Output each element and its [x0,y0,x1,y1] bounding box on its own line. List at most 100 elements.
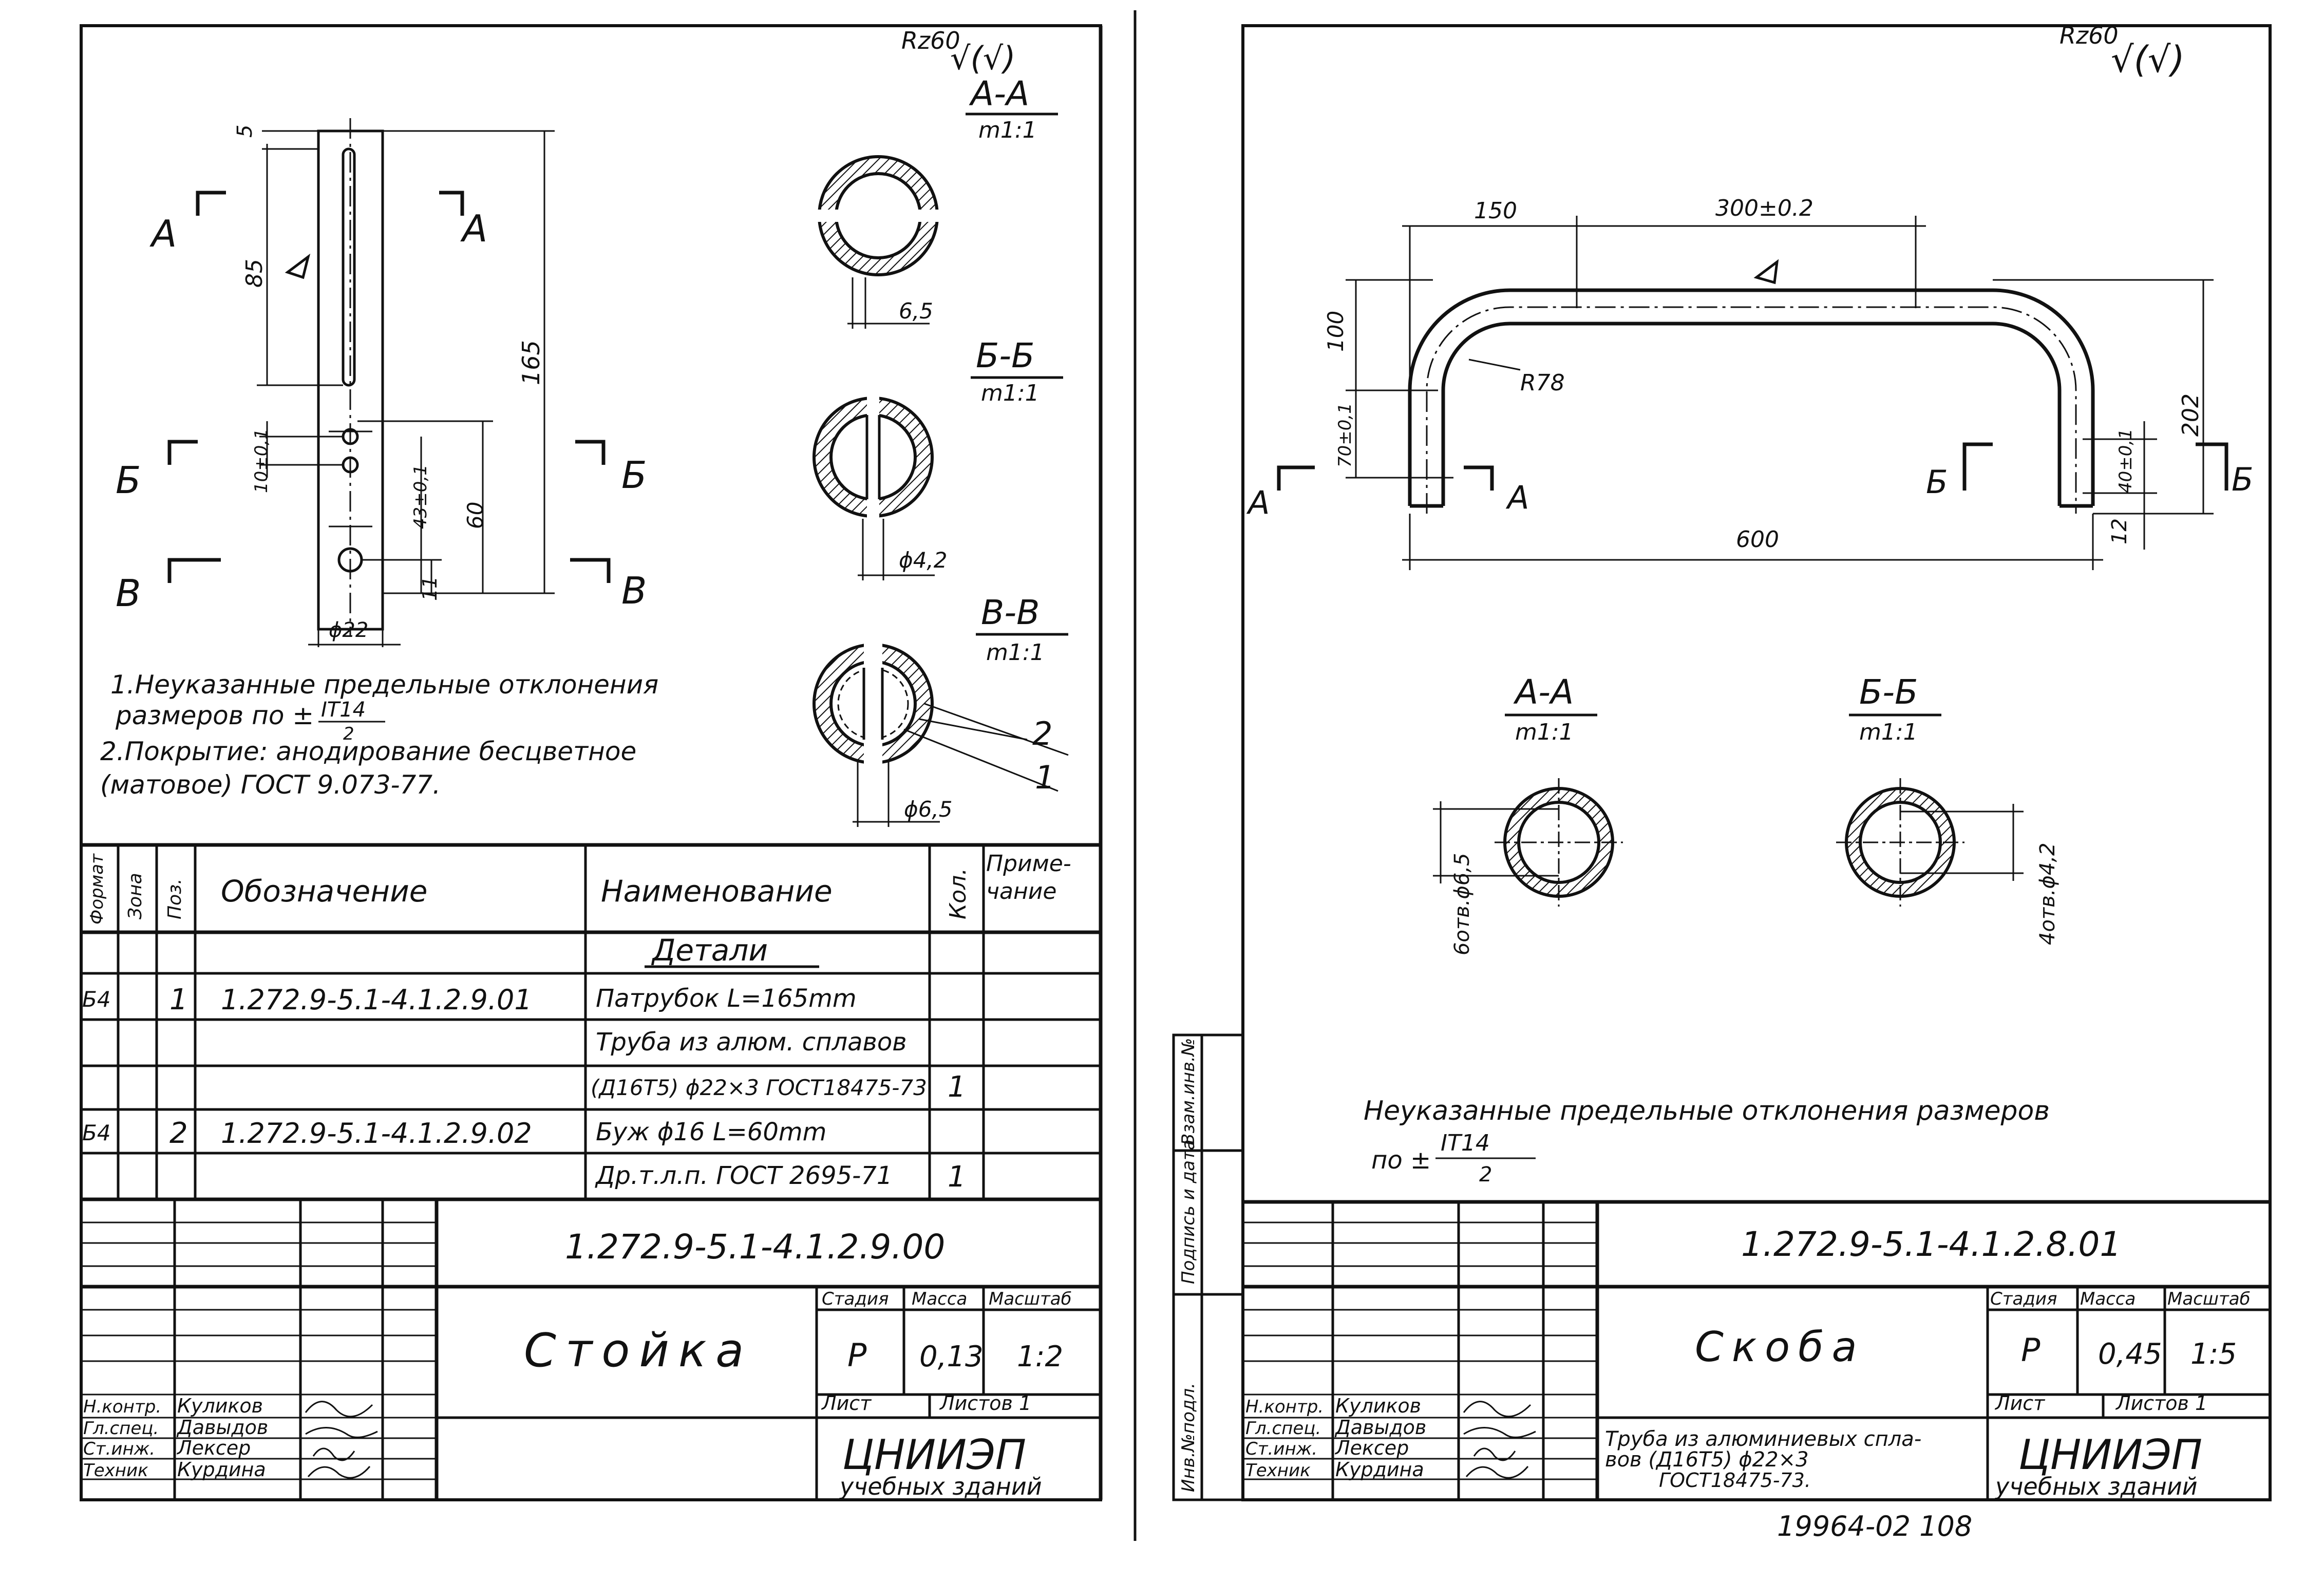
dim-11: 11 [419,576,441,601]
right-scale-label: Масштаб [2167,1289,2251,1309]
r-signature-1 [1463,1401,1532,1418]
dim-r78: R78 [1520,370,1565,396]
mark-a-left: А [149,212,177,255]
r-section-bb-holes: 4отв.ϕ4,2 [2036,842,2060,945]
right-scale: 1:5 [2190,1338,2237,1371]
dim-202: 202 [2178,393,2204,437]
spec-row-format: Б4 [82,987,111,1012]
spec-row-1: Б4 1 1.272.9-5.1-4.1.2.9.01 Патрубок L=1… [82,983,857,1016]
mark-b-right: Б [621,454,647,497]
archive-number: 19964-02 108 [1777,1510,1972,1542]
mark-b-left-r: Б [1926,463,1948,501]
right-mass: 0,45 [2098,1338,2162,1371]
hdr-note: Приме-чание [986,851,1071,905]
r-signature-4 [1465,1466,1529,1479]
right-section-bb: Б-Б m1:1 4отв.ϕ4,2 [1836,672,2060,945]
section-vv-scale: m1:1 [986,639,1045,666]
r-note-line1: Неуказанные предельные отклонения размер… [1364,1096,2050,1126]
mark-a-left-r: А [1246,484,1270,521]
mark-b-left: Б [116,459,141,502]
section-aa: А-А m1:1 6,5 [811,74,1058,329]
right-roughness-symbol: √(√) [2111,39,2185,81]
r-section-bb-scale: m1:1 [1859,719,1918,745]
section-bb-dim: ϕ4,2 [899,548,948,573]
section-vv: В-В m1:1 2 1 ϕ6,5 [813,593,1069,827]
left-title-block: 1.272.9-5.1-4.1.2.9.00 Стойка Стадия Мас… [81,1199,1101,1500]
section-bb-title: Б-Б [976,336,1034,375]
right-roughness: Rz60 [2060,22,2119,49]
spec-table: Формат Зона Поз. Обозначение Наименовани… [81,843,1101,1201]
note-line4: (матовое) ГОСТ 9.073-77. [100,770,441,800]
dim-43: 43±0,1 [410,464,431,529]
spec-row-name: Др.т.л.п. ГОСТ 2695-71 [595,1161,892,1190]
hdr-note-box: Приме-чание [986,851,1071,905]
left-mass: 0,13 [919,1340,984,1373]
sig-role: Гл.спец. [1245,1418,1321,1439]
side-stamp [1172,1033,1244,1501]
left-sheet-label: Лист [821,1392,872,1415]
left-roughness-symbol: √(√) [950,40,1015,77]
sig-name: Куликов [1335,1395,1421,1417]
note-line1: 1.Неуказанные предельные отклонения [110,670,658,700]
spec-row-3: (Д16Т5) ϕ22×3 ГОСТ18475-73 1 [591,1070,966,1104]
hole-bottom [337,547,363,573]
signature-4 [307,1466,371,1479]
spec-row-pos: 2 [169,1117,188,1150]
spec-section-title: Детали [651,933,768,968]
right-mass-label: Масса [2080,1289,2136,1309]
spec-row-qty: 1 [948,1160,966,1194]
right-section-aa: А-А m1:1 6отв.ϕ6,5 [1433,672,1623,955]
right-stage: Р [2021,1331,2040,1369]
section-vv-pos2: 2 [1032,715,1052,752]
dim-40: 40±0,1 [2115,428,2136,493]
sig-name: Лексер [176,1437,251,1459]
right-frame [1241,24,2272,1501]
note-it14: IT14 [321,698,366,722]
left-sheets-label: Листов 1 [939,1392,1031,1415]
dim-12: 12 [2108,518,2131,544]
note-line3: 2.Покрытие: анодирование бесцветное [100,737,636,766]
sig-role: Ст.инж. [83,1439,155,1459]
right-sheets-label: Листов 1 [2115,1392,2207,1415]
spec-row-designation: 1.272.9-5.1-4.1.2.9.02 [221,1117,532,1150]
dim-165: 165 [517,340,545,385]
left-sheet: Rz60 √(√) [80,24,1103,1501]
section-aa-dim: 6,5 [899,298,933,324]
dim-5: 5 [233,125,257,138]
left-mass-label: Масса [912,1289,967,1309]
right-sheet: Подпись и дата Взам.инв.№ Инв.№подл. Rz6… [1172,22,2272,1542]
sig-role: Ст.инж. [1245,1439,1317,1459]
sig-role: Н.контр. [83,1397,161,1417]
spec-row-format: Б4 [82,1120,111,1145]
spec-row-pos: 1 [169,983,188,1016]
signature-3 [312,1447,355,1461]
signature-2 [305,1427,378,1438]
right-org-sub: учебных зданий [1994,1473,2198,1500]
sig-role: Техник [83,1460,148,1481]
bracket-drawing: 150 300±0.2 100 70±0,1 R78 202 40±0,1 12… [1246,195,2254,570]
dim-600: 600 [1736,526,1779,553]
right-note: Неуказанные предельные отклонения размер… [1364,1096,2050,1186]
left-doc-number: 1.272.9-5.1-4.1.2.9.00 [565,1227,945,1267]
dim-70: 70±0,1 [1335,403,1355,467]
dim-10: 10±0,1 [251,428,272,493]
sig-name: Давыдов [176,1416,268,1439]
mark-v-right: В [621,569,647,612]
mark-b-right-r: Б [2232,461,2254,498]
dim-300: 300±0.2 [1715,195,1813,221]
right-material-2: вов (Д16Т5) ϕ22×3 [1605,1448,1809,1472]
dim-150: 150 [1474,198,1517,224]
signature-1 [305,1401,373,1418]
side-stamp-inv: Инв.№подл. [1178,1383,1199,1492]
dim-phi22: ϕ22 [329,618,368,642]
r-signature-2 [1463,1427,1536,1438]
hdr-qty: Кол. [945,868,971,919]
sig-role: Н.контр. [1245,1397,1324,1417]
side-stamp-replaced: Взам.инв.№ [1178,1038,1199,1145]
hdr-pos: Поз. [164,878,185,919]
spec-row-name: Буж ϕ16 L=60mm [596,1118,826,1146]
spec-row-name: Труба из алюм. сплавов [596,1028,906,1057]
dim-85: 85 [241,259,268,288]
section-vv-pos1: 1 [1035,759,1055,796]
